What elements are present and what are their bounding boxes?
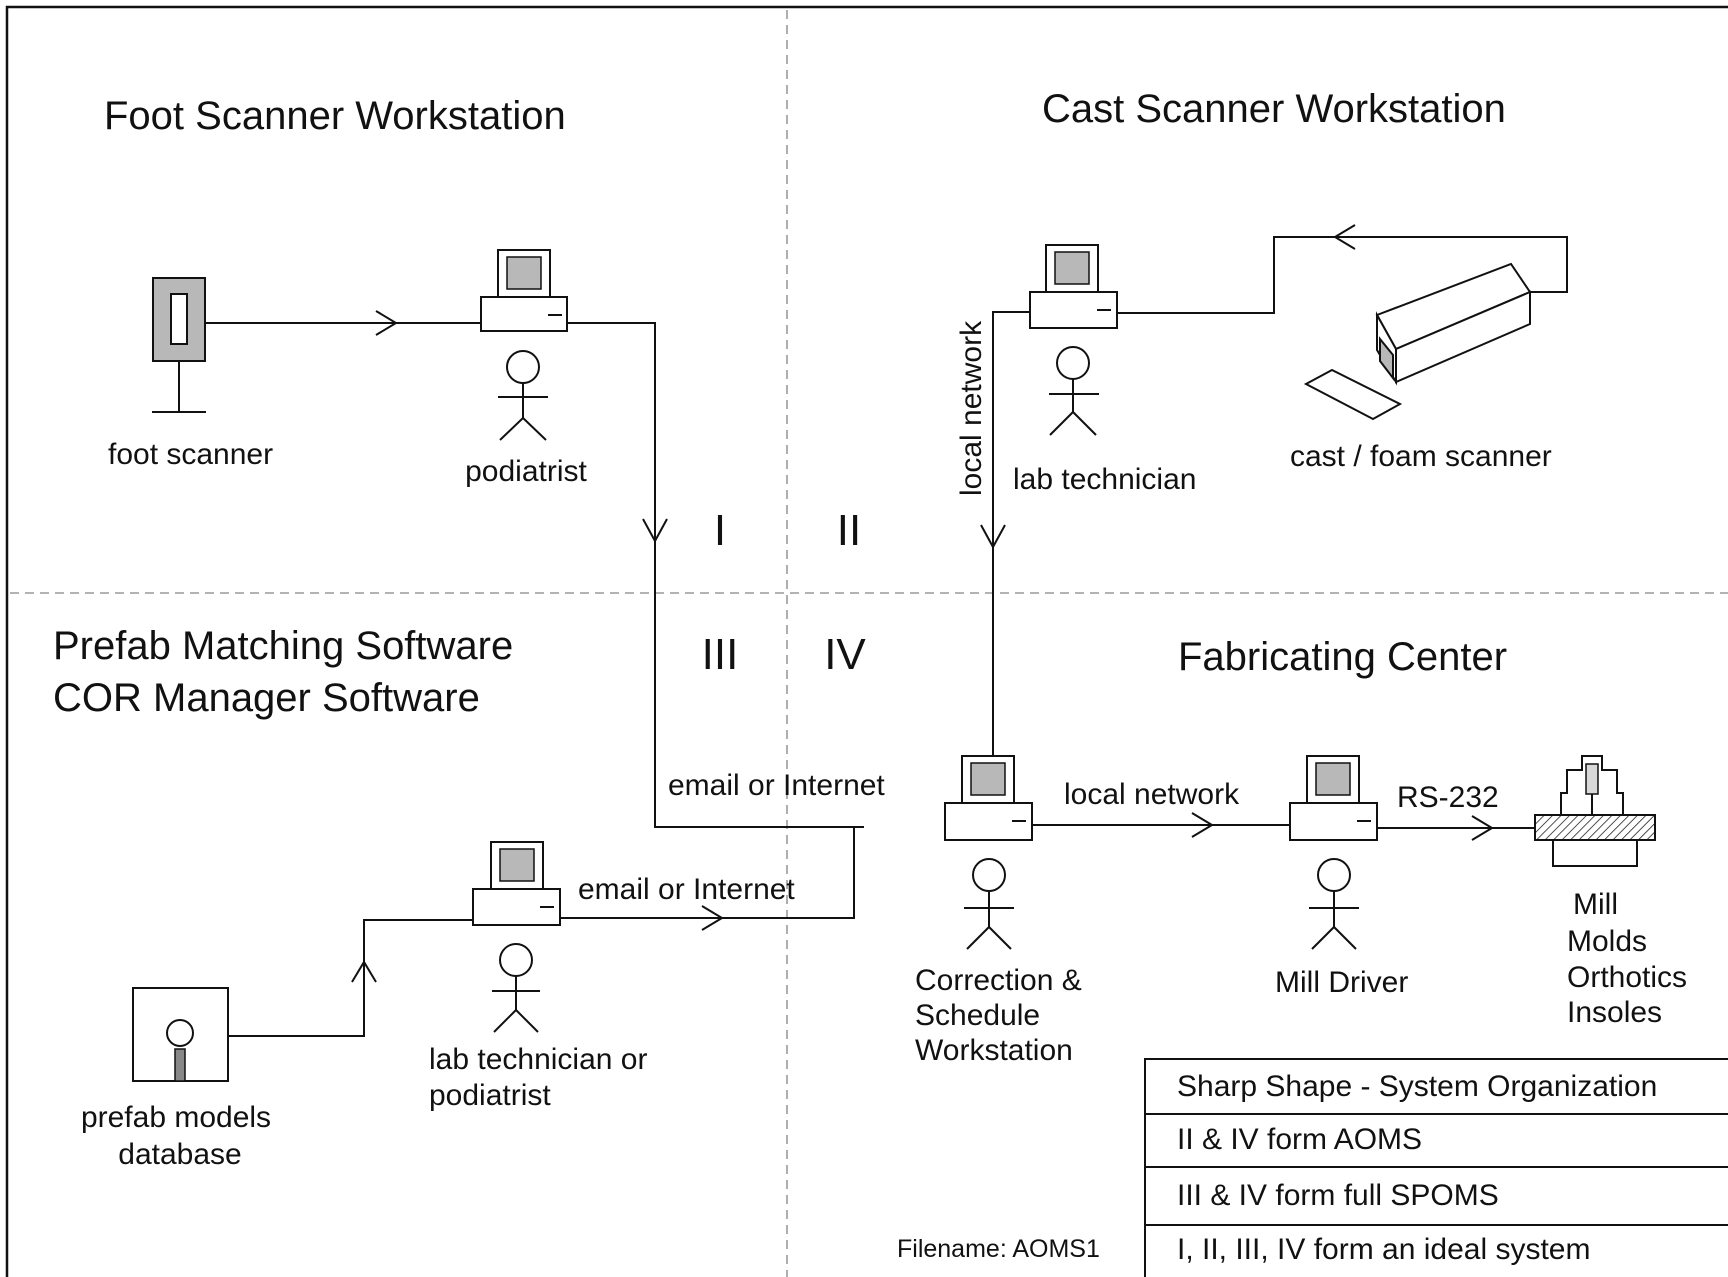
lab-technician-label: lab technician <box>1013 463 1196 496</box>
local-network-horizontal-label: local network <box>1064 778 1240 811</box>
lab-tech-or-podiatrist-person-icon <box>492 943 540 1033</box>
mill-driver-label: Mill Driver <box>1275 966 1408 999</box>
quadrant-title-prefab-line1: Prefab Matching Software <box>53 624 513 668</box>
computer-correction-workstation-icon <box>944 755 1033 841</box>
connector-podiatrist-down <box>567 322 864 828</box>
lab-tech-or-podiatrist-label-line2: podiatrist <box>429 1079 551 1112</box>
legend-row: I, II, III, IV form an ideal system <box>1177 1233 1590 1266</box>
mill-label-line2: Molds <box>1567 925 1647 958</box>
correction-label-line3: Workstation <box>915 1034 1073 1067</box>
arrowhead-icon <box>980 524 1006 550</box>
computer-mill-driver-icon <box>1289 755 1378 841</box>
arrowhead-icon <box>351 960 377 983</box>
cast-foam-scanner-shape-icon <box>1303 262 1532 421</box>
outer-frame <box>5 5 1728 1277</box>
arrowhead-icon <box>375 310 398 336</box>
email-internet-upper-label: email or Internet <box>668 769 885 802</box>
arrowhead-icon <box>1191 812 1214 838</box>
numeral-iii: III <box>702 630 739 679</box>
mill-machine-icon <box>1534 755 1656 867</box>
foot-scanner-label: foot scanner <box>108 438 273 471</box>
rs232-label: RS-232 <box>1397 781 1499 814</box>
podiatrist-person-icon <box>498 350 548 441</box>
computer-lab-tech-or-podiatrist-icon <box>472 841 561 926</box>
quadrant-title-foot-scanner: Foot Scanner Workstation <box>104 94 566 138</box>
computer-podiatrist-icon <box>480 249 568 332</box>
arrowhead-icon <box>1333 224 1356 250</box>
quadrant-title-fabricating: Fabricating Center <box>1178 635 1507 679</box>
lab-tech-or-podiatrist-label-line1: lab technician or <box>429 1043 647 1076</box>
mill-label-line1: Mill <box>1573 888 1618 921</box>
connector-cast-scanner-to-lab <box>1117 236 1568 314</box>
arrowhead-icon <box>642 518 668 544</box>
numeral-ii: II <box>837 506 861 555</box>
legend-row: III & IV form full SPOMS <box>1177 1179 1499 1212</box>
numeral-i: I <box>714 506 726 555</box>
filename-label: Filename: AOMS1 <box>897 1235 1100 1263</box>
podiatrist-label: podiatrist <box>465 455 587 488</box>
quadrant-title-cast-scanner: Cast Scanner Workstation <box>1042 87 1506 131</box>
email-internet-lower-label: email or Internet <box>578 873 795 906</box>
legend-box <box>1144 1058 1728 1277</box>
prefab-db-label-line1: prefab models <box>81 1101 271 1134</box>
computer-lab-technician-icon <box>1029 244 1118 329</box>
lab-technician-person-icon <box>1049 346 1099 436</box>
correction-label-line2: Schedule <box>915 999 1040 1032</box>
connector-db-to-lab-tech <box>228 919 473 1037</box>
foot-scanner-icon <box>152 277 206 413</box>
legend-title: Sharp Shape - System Organization <box>1177 1070 1657 1103</box>
mill-driver-person-icon <box>1309 858 1359 950</box>
prefab-db-label-line2: database <box>118 1138 241 1171</box>
prefab-database-icon <box>132 987 229 1082</box>
arrowhead-icon <box>701 905 724 931</box>
connector-lab-tech-to-center <box>560 827 855 919</box>
legend-row: II & IV form AOMS <box>1177 1123 1422 1156</box>
numeral-iv: IV <box>824 630 866 679</box>
local-network-vertical-label: local network <box>955 320 988 496</box>
mill-label-line3: Orthotics <box>1567 961 1687 994</box>
connector-lab-local-network <box>992 311 1030 758</box>
mill-label-line4: Insoles <box>1567 996 1662 1029</box>
correction-operator-person-icon <box>964 858 1014 950</box>
quadrant-title-prefab-line2: COR Manager Software <box>53 676 480 720</box>
correction-label-line1: Correction & <box>915 964 1082 997</box>
cast-foam-scanner-label: cast / foam scanner <box>1290 440 1552 473</box>
arrowhead-icon <box>1471 815 1494 841</box>
